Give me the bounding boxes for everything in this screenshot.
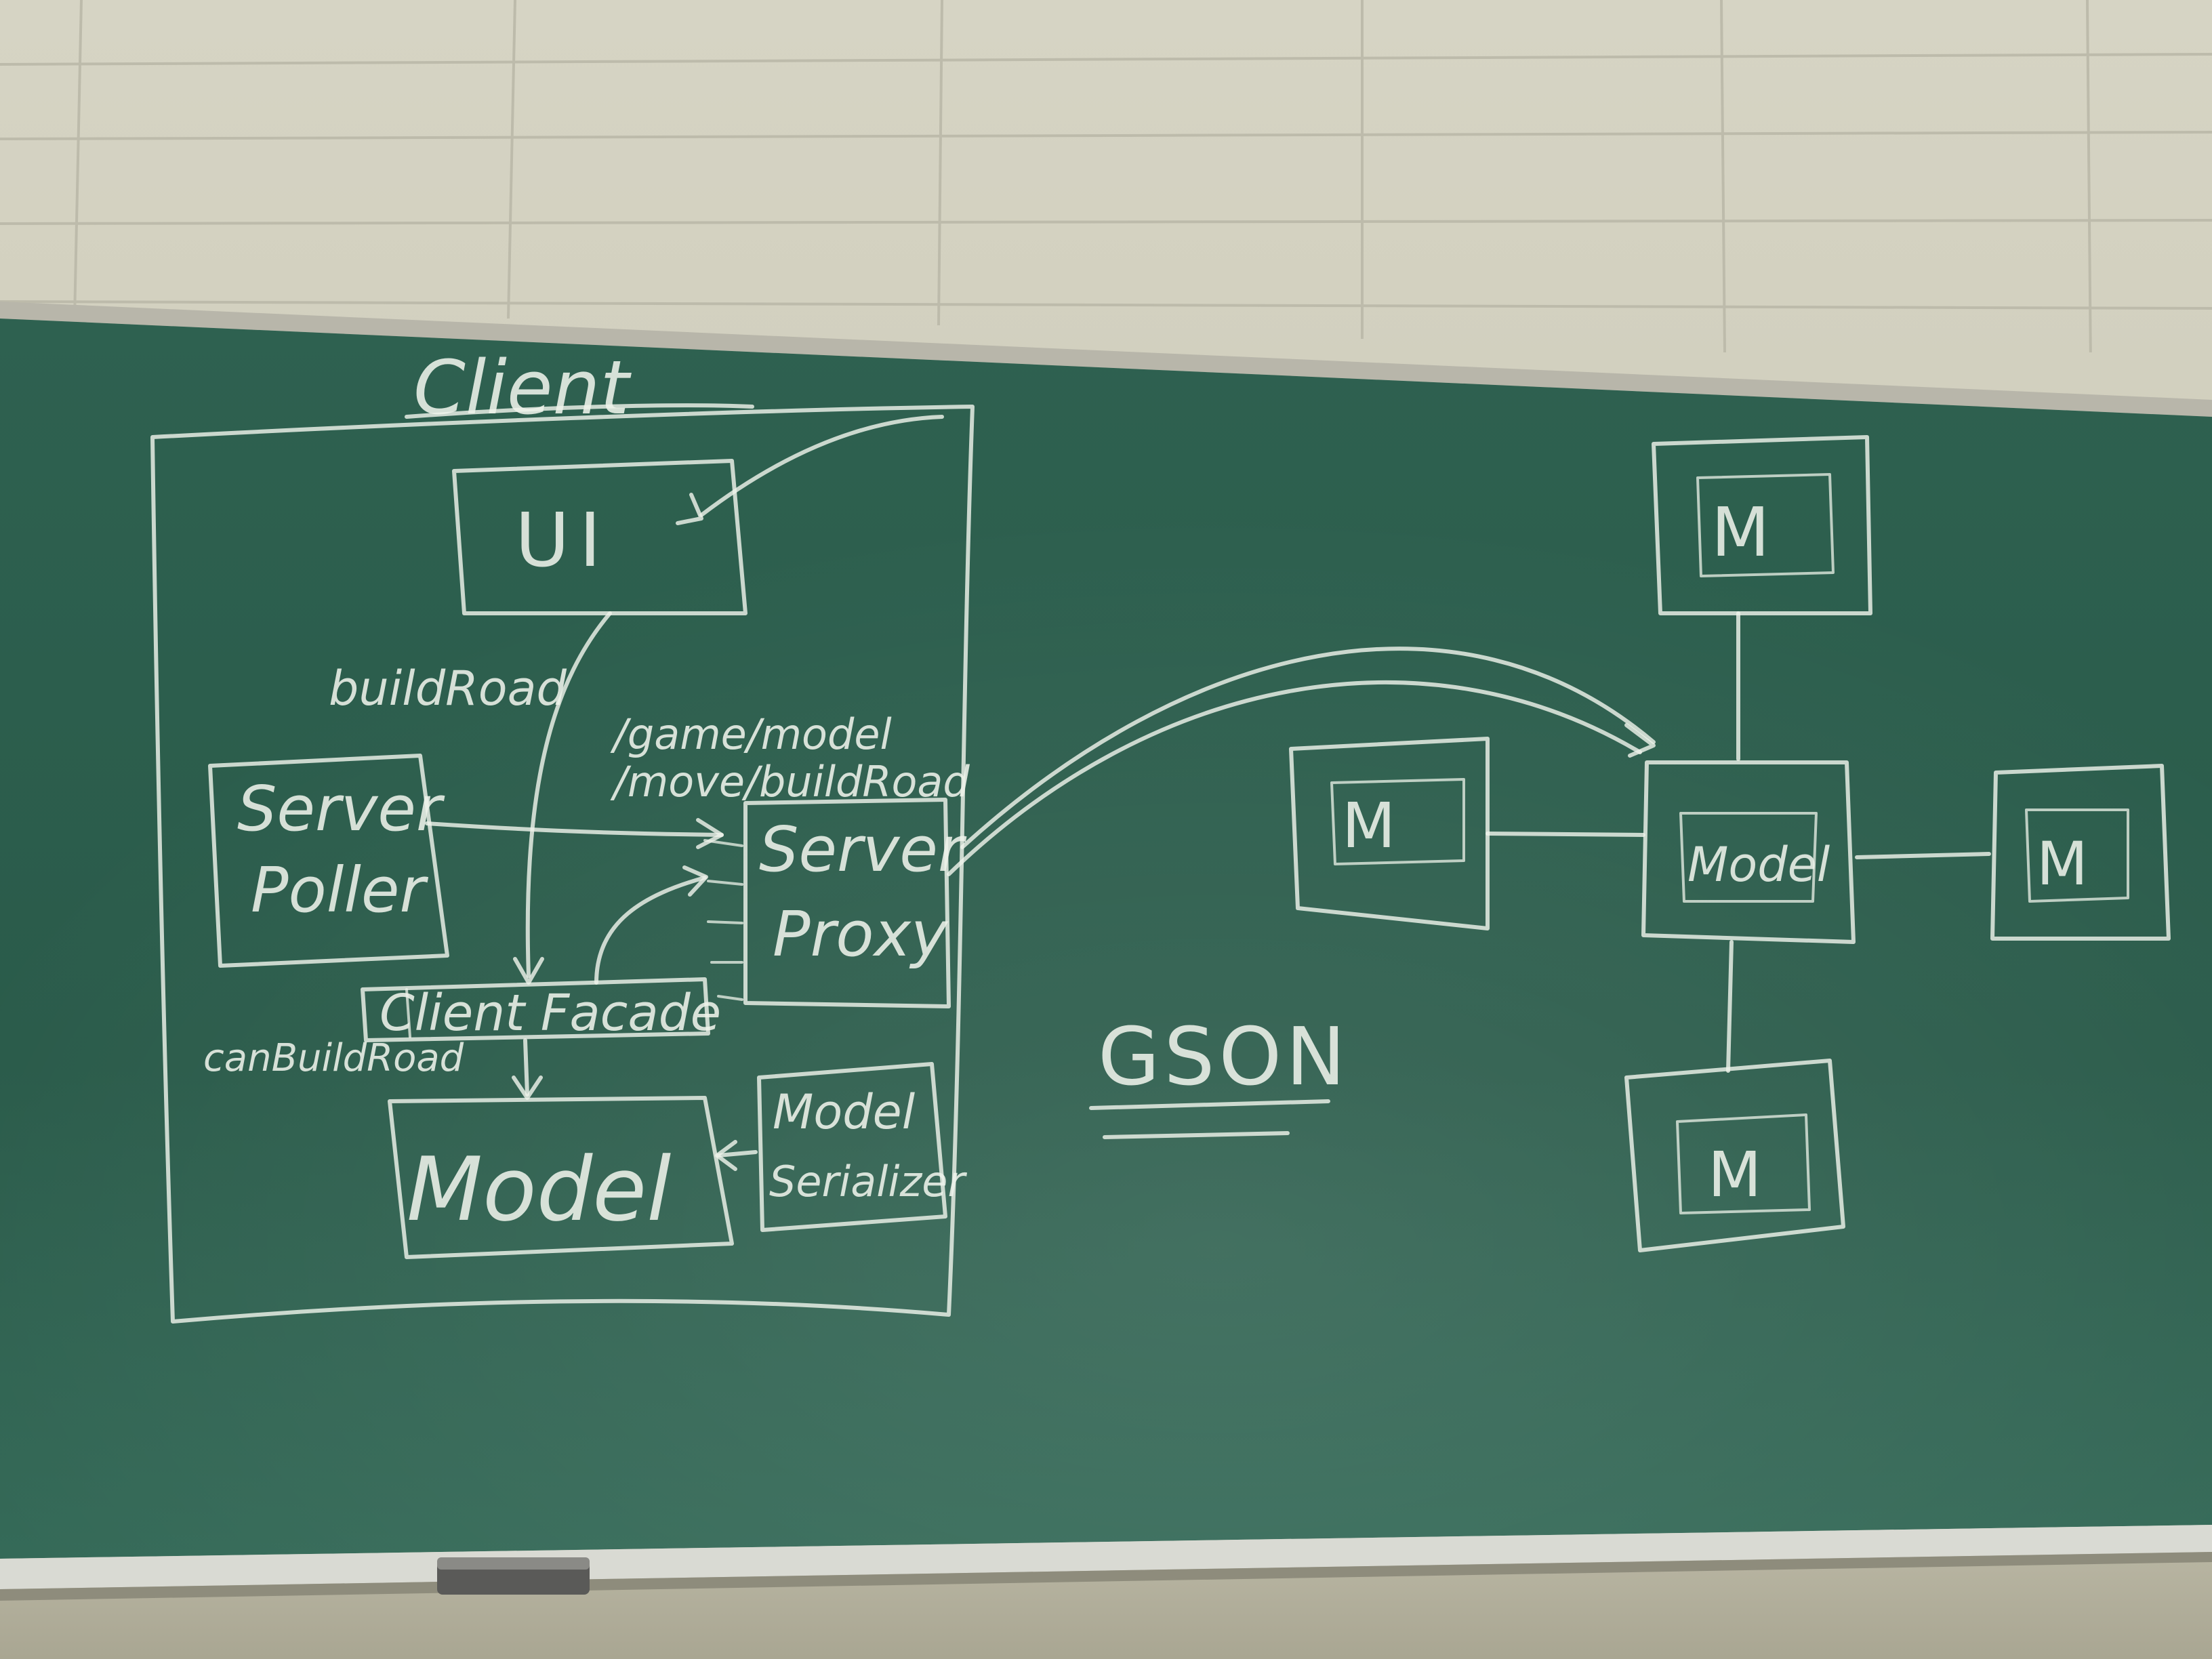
chalkboard-eraser-icon	[437, 1557, 590, 1595]
server-proxy-box	[743, 798, 951, 1008]
server-poller-line-1: Server	[237, 773, 445, 845]
server-model-box	[1641, 760, 1856, 944]
can-build-road-label: canBuildRoad	[203, 1036, 464, 1080]
serializer-to-model-arrowhead	[715, 1140, 737, 1171]
ui-label: UI	[515, 497, 611, 583]
board-frame-top	[0, 302, 2212, 417]
model-serializer-line-1: Model	[773, 1084, 916, 1140]
m-box-right-inner	[2025, 808, 2129, 903]
m-box-right	[1990, 764, 2171, 941]
m-box-top-inner	[1696, 473, 1835, 577]
server-model-label: Model	[1687, 837, 1830, 893]
gson-underline-1	[1089, 1099, 1330, 1110]
ui-to-facade-line	[525, 611, 612, 978]
client-facade-divider	[405, 988, 411, 1038]
ui-arrowhead	[676, 493, 703, 525]
proxy-method-ticks	[703, 839, 743, 1001]
facade-to-model-arrow	[523, 1038, 529, 1097]
m-box-bottom	[1624, 1059, 1845, 1252]
model-serializer-line-2: Serializer	[769, 1157, 967, 1206]
client-model-box	[388, 1096, 734, 1259]
m-box-left-inner	[1330, 778, 1465, 865]
client-boundary	[150, 405, 975, 1324]
endpoint-line-2: /move/buildRoad	[610, 757, 970, 806]
proxy-to-server-arc-upper	[960, 647, 1656, 849]
poller-to-proxy-arrow	[425, 821, 724, 837]
ui-incoming-arrow	[699, 415, 944, 517]
ui-box	[452, 459, 747, 615]
server-connector-bottom	[1726, 940, 1734, 1073]
client-facade-label: Client Facade	[380, 984, 721, 1042]
m-box-top	[1652, 435, 1872, 615]
build-road-label: buildRoad	[329, 661, 567, 716]
chalk-smudge-overlay	[0, 319, 2212, 1559]
client-facade-box	[361, 977, 710, 1042]
m-box-bottom-label: M	[1708, 1139, 1761, 1211]
gson-underline-2	[1103, 1131, 1290, 1139]
model-serializer-box	[757, 1062, 947, 1232]
m-box-left-label: M	[1342, 790, 1395, 862]
serializer-to-model-arrow	[716, 1150, 758, 1158]
m-box-right-label: M	[2036, 829, 2088, 899]
server-proxy-line-2: Proxy	[773, 898, 949, 970]
client-model-label: Model	[407, 1138, 671, 1241]
server-proxy-line-1: Server	[759, 813, 967, 886]
proxy-to-server-arrowhead	[1624, 723, 1656, 758]
client-title-underline	[405, 403, 754, 419]
poller-to-proxy-arrowhead	[696, 818, 724, 849]
facade-to-proxy-arrowhead	[682, 865, 708, 897]
m-box-bottom-inner	[1676, 1113, 1811, 1214]
server-model-inner-box	[1679, 812, 1818, 903]
server-connector-left	[1486, 832, 1645, 837]
m-box-top-label: M	[1711, 493, 1769, 572]
server-connector-right	[1855, 852, 1991, 859]
m-box-left	[1289, 737, 1490, 930]
facade-to-proxy-arrow	[594, 876, 707, 985]
server-poller-box	[208, 754, 449, 968]
wall-tile-grid	[0, 0, 2212, 352]
gson-label: GSON	[1098, 1010, 1350, 1103]
proxy-to-server-arc-lower	[947, 680, 1642, 876]
endpoint-line-1: /game/model	[610, 710, 892, 759]
server-poller-line-2: Poller	[251, 854, 428, 926]
